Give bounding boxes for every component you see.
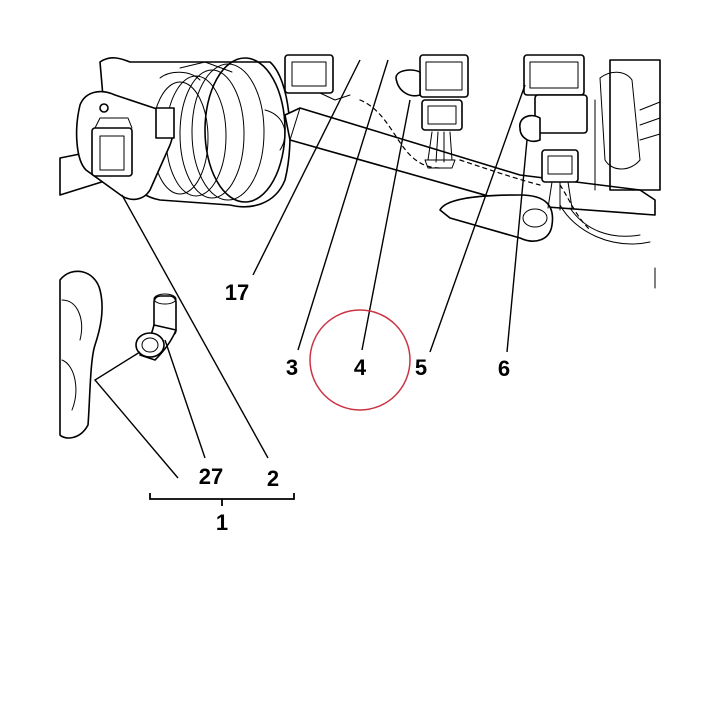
leader-2 — [121, 194, 269, 459]
wiring-harness — [359, 99, 591, 231]
upper-connector-block — [284, 54, 351, 101]
leader-27 — [164, 339, 206, 459]
leader-1-left — [93, 351, 179, 479]
sensor-4-assembly — [395, 54, 469, 169]
leader-6 — [506, 139, 528, 353]
cross-bracket — [284, 107, 656, 245]
callout-4[interactable]: 4 — [354, 355, 367, 380]
left-housing-piece — [59, 270, 103, 439]
leader-5 — [429, 84, 526, 353]
sensor-6-assembly — [519, 54, 588, 211]
callout-labels: 17 3 4 5 6 27 2 1 — [199, 280, 510, 535]
elbow-fitting — [135, 293, 177, 361]
background-machinery — [594, 59, 661, 289]
leader-17 — [252, 59, 361, 276]
callout-6[interactable]: 6 — [498, 356, 510, 381]
callout-5[interactable]: 5 — [415, 355, 427, 380]
leader-lines — [93, 59, 528, 479]
callout-2[interactable]: 2 — [267, 466, 279, 491]
group-bracket — [149, 493, 295, 506]
leader-3 — [297, 59, 389, 351]
highlight-ring — [309, 309, 411, 411]
callout-3[interactable]: 3 — [286, 355, 298, 380]
exploded-assembly-drawing — [59, 54, 661, 439]
sensor-flange — [75, 90, 175, 201]
callout-27[interactable]: 27 — [199, 464, 223, 489]
callout-17[interactable]: 17 — [225, 280, 249, 305]
leader-4 — [361, 99, 411, 351]
callout-1[interactable]: 1 — [216, 510, 228, 535]
